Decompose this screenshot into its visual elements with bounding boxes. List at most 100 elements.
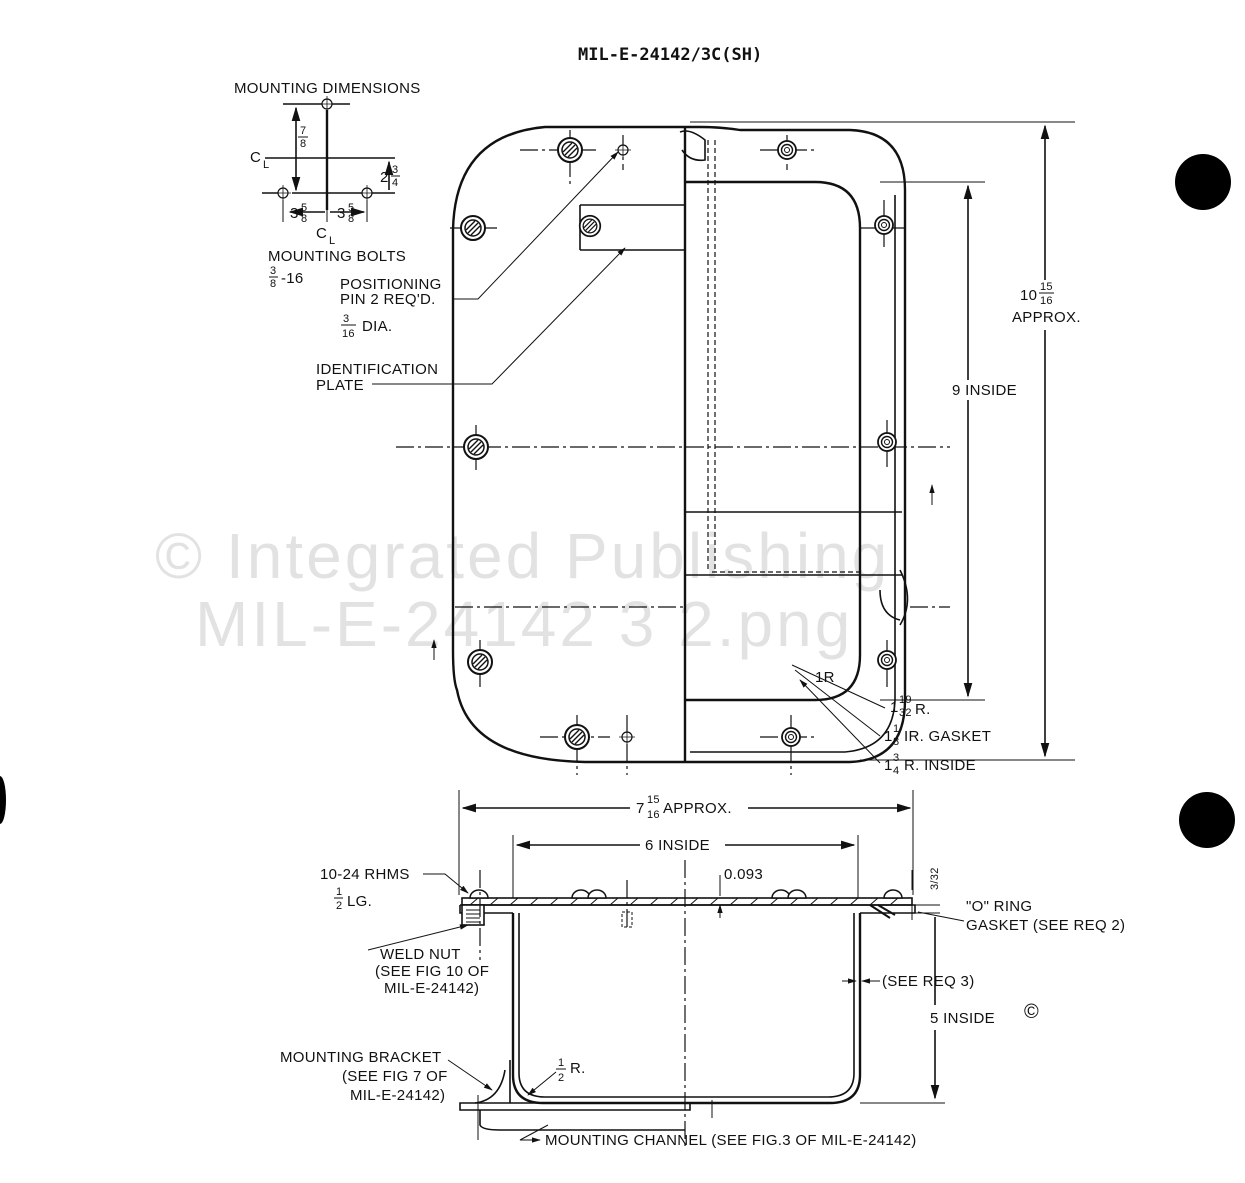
svg-text:R.: R. — [570, 1060, 586, 1077]
svg-text:PIN 2 REQ'D.: PIN 2 REQ'D. — [340, 291, 436, 308]
svg-text:APPROX.: APPROX. — [1012, 309, 1081, 326]
svg-text:1: 1 — [558, 1057, 564, 1069]
svg-text:1R: 1R — [815, 669, 835, 686]
inside-depth-label: 5 INSIDE — [930, 1010, 995, 1027]
inside-opening — [685, 180, 862, 702]
svg-text:16: 16 — [342, 328, 355, 340]
svg-text:DIA.: DIA. — [362, 318, 392, 335]
svg-text:©: © — [1024, 1001, 1039, 1023]
svg-text:LG.: LG. — [347, 893, 372, 910]
flange-screw — [777, 140, 797, 160]
centerline-c: C — [250, 149, 261, 166]
svg-text:1: 1 — [890, 699, 899, 716]
svg-text:10-24 RHMS: 10-24 RHMS — [320, 866, 410, 883]
mounting-heading: MOUNTING DIMENSIONS — [234, 80, 421, 97]
svg-text:IDENTIFICATION: IDENTIFICATION — [316, 361, 438, 378]
mounting-bolts-label: MOUNTING BOLTS — [268, 248, 406, 265]
mounting-dimensions: MOUNTING DIMENSIONS C L 7 8 2 3 4 3 5 8 … — [234, 80, 421, 290]
svg-text:3: 3 — [893, 752, 899, 764]
flange-screw — [877, 432, 897, 452]
binder-hole-edge — [0, 776, 6, 824]
bolt-hole-right — [358, 184, 376, 202]
svg-text:32: 32 — [899, 707, 912, 719]
svg-text:8: 8 — [301, 213, 307, 225]
svg-text:MOUNTING CHANNEL (SEE FIG.3 OF: MOUNTING CHANNEL (SEE FIG.3 OF MIL-E-241… — [545, 1132, 917, 1149]
callouts: POSITIONING PIN 2 REQ'D. 3 16 DIA. IDENT… — [316, 151, 626, 394]
binder-hole-bottom — [1179, 792, 1235, 848]
svg-text:4: 4 — [392, 177, 398, 189]
cover-bolt — [557, 137, 583, 163]
cover-bolt — [467, 649, 493, 675]
svg-text:1: 1 — [884, 757, 893, 774]
bolt-hole-top — [318, 95, 336, 113]
centerline-l-lower: L — [329, 235, 335, 247]
svg-text:15: 15 — [1040, 281, 1053, 293]
svg-text:APPROX.: APPROX. — [663, 800, 732, 817]
svg-text:4: 4 — [893, 765, 899, 777]
svg-text:7: 7 — [300, 125, 306, 137]
svg-text:1: 1 — [336, 886, 342, 898]
svg-text:3: 3 — [290, 205, 299, 222]
svg-text:MOUNTING BRACKET: MOUNTING BRACKET — [280, 1049, 441, 1066]
watermark-line-1: © Integrated Publishing — [155, 520, 890, 592]
svg-text:8: 8 — [348, 213, 354, 225]
svg-text:8: 8 — [893, 736, 899, 748]
svg-text:1: 1 — [893, 723, 899, 735]
inside-height-label: 9 INSIDE — [952, 382, 1017, 399]
top-view: 10 15 16 APPROX. 9 INSIDE 1R 1 19 32 R. … — [396, 122, 1081, 777]
svg-text:7: 7 — [636, 800, 645, 817]
svg-text:IR. GASKET: IR. GASKET — [904, 728, 991, 745]
cover-bolt — [460, 215, 486, 241]
document-title: MIL-E-24142/3C(SH) — [578, 45, 762, 65]
svg-text:8: 8 — [270, 278, 276, 290]
centerline-l: L — [263, 159, 269, 171]
svg-text:2: 2 — [558, 1072, 564, 1084]
svg-text:2: 2 — [380, 169, 389, 186]
section-view: 7 15 16 APPROX. 6 INSIDE 10-24 RHMS — [280, 790, 1125, 1150]
svg-text:8: 8 — [300, 138, 306, 150]
svg-text:10: 10 — [1020, 287, 1037, 304]
svg-text:WELD NUT: WELD NUT — [380, 946, 461, 963]
svg-text:3: 3 — [392, 164, 398, 176]
svg-text:3: 3 — [343, 313, 349, 325]
enclosure-outline — [451, 125, 907, 764]
thickness-label: 0.093 — [724, 866, 763, 883]
screw-heads — [469, 889, 903, 899]
positioning-pin-hole — [618, 728, 636, 746]
svg-text:(SEE REQ 3): (SEE REQ 3) — [882, 973, 975, 990]
binder-hole-top — [1175, 154, 1231, 210]
svg-text:16: 16 — [1040, 295, 1053, 307]
svg-text:2: 2 — [336, 900, 342, 912]
svg-text:MIL-E-24142): MIL-E-24142) — [384, 980, 479, 997]
svg-text:(SEE FIG 10 OF: (SEE FIG 10 OF — [375, 963, 489, 980]
svg-text:-16: -16 — [281, 270, 304, 287]
svg-text:GASKET (SEE REQ 2): GASKET (SEE REQ 2) — [966, 917, 1125, 934]
svg-text:3: 3 — [270, 265, 276, 277]
cover-bolt — [564, 724, 590, 750]
svg-text:1: 1 — [884, 728, 893, 745]
svg-text:POSITIONING: POSITIONING — [340, 276, 442, 293]
svg-text:R. INSIDE: R. INSIDE — [904, 757, 976, 774]
svg-text:PLATE: PLATE — [316, 377, 364, 394]
svg-text:"O" RING: "O" RING — [966, 898, 1032, 915]
flange-screw — [781, 727, 801, 747]
flange-screw — [874, 215, 894, 235]
positioning-pin-hole — [614, 141, 632, 159]
inside-width-label: 6 INSIDE — [645, 837, 710, 854]
svg-text:MIL-E-24142): MIL-E-24142) — [350, 1087, 445, 1104]
positioning-pin — [578, 214, 602, 238]
svg-text:19: 19 — [899, 694, 912, 706]
cover-bolt — [463, 434, 489, 460]
svg-text:15: 15 — [647, 794, 660, 806]
svg-text:3: 3 — [337, 205, 346, 222]
watermark-line-2: MIL-E-24142 3 2.png — [195, 588, 853, 660]
svg-text:5: 5 — [301, 202, 307, 214]
flange-screw — [877, 650, 897, 670]
centerline-c-lower: C — [316, 225, 327, 242]
svg-text:16: 16 — [647, 809, 660, 821]
svg-text:5: 5 — [348, 202, 354, 214]
svg-text:R.: R. — [915, 701, 931, 718]
bolt-hole-left — [274, 184, 292, 202]
svg-text:(SEE FIG 7 OF: (SEE FIG 7 OF — [342, 1068, 448, 1085]
